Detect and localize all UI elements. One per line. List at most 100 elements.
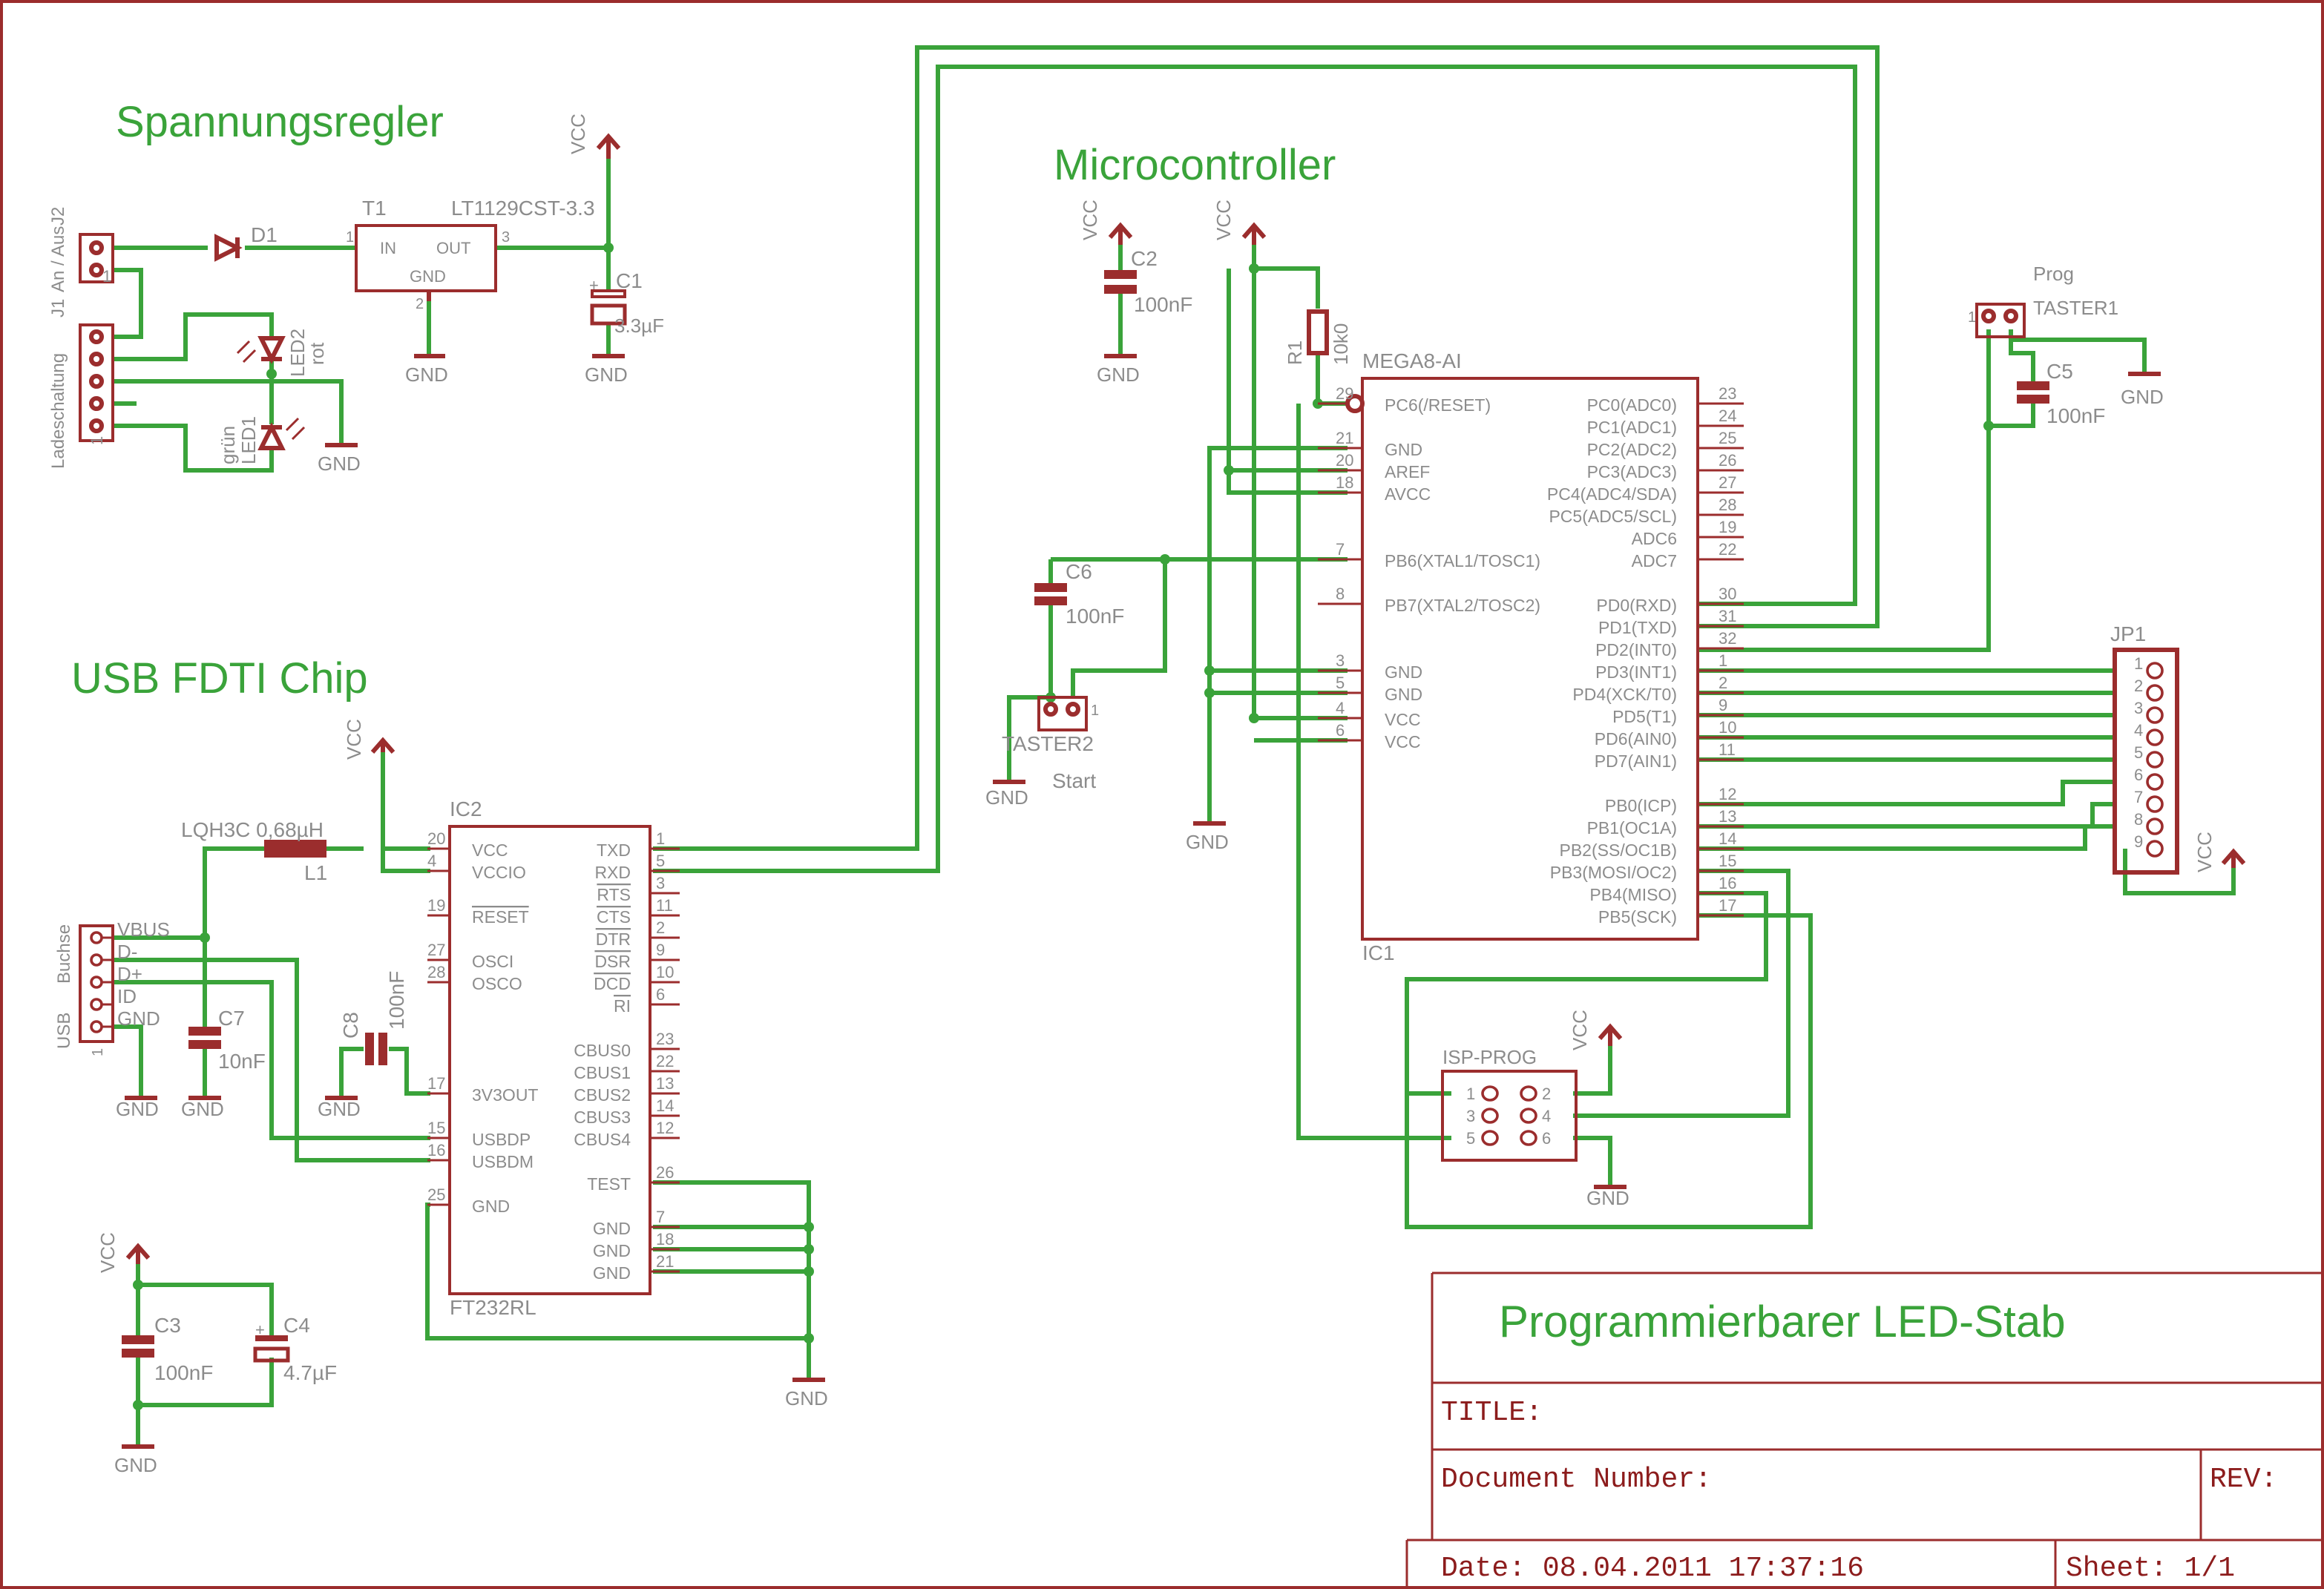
svg-text:6: 6 (1542, 1129, 1551, 1148)
svg-text:5: 5 (1466, 1129, 1475, 1148)
svg-text:GND: GND (117, 1007, 160, 1030)
svg-text:LQH3C 0,68µH: LQH3C 0,68µH (181, 818, 324, 841)
svg-text:PB0(ICP): PB0(ICP) (1605, 796, 1677, 815)
svg-text:TEST: TEST (587, 1174, 631, 1194)
project-title: Programmierbarer LED-Stab (1499, 1297, 2066, 1346)
section-title-microcontroller: Microcontroller (1054, 141, 1336, 189)
svg-text:IN: IN (380, 239, 396, 257)
svg-text:VCC: VCC (567, 114, 589, 154)
svg-text:GND: GND (318, 1098, 361, 1120)
svg-text:9: 9 (1719, 696, 1727, 714)
svg-text:VCC: VCC (1385, 710, 1421, 729)
ic2-right-pins: 1TXD5RXD3RTS11CTS2DTR9DSR10DCD6RI23CBUS0… (574, 829, 680, 1283)
svg-text:10: 10 (656, 963, 674, 981)
svg-text:Ladeschaltung: Ladeschaltung (48, 353, 68, 469)
svg-text:VCC: VCC (1079, 200, 1101, 240)
svg-text:GND: GND (593, 1219, 631, 1238)
svg-text:1: 1 (346, 229, 354, 246)
svg-text:rot: rot (306, 342, 328, 365)
svg-text:14: 14 (656, 1096, 674, 1115)
svg-text:1: 1 (1466, 1085, 1475, 1103)
isp-pin-6: 6 (1520, 1129, 1551, 1148)
svg-text:3V3OUT: 3V3OUT (472, 1085, 538, 1105)
svg-text:16: 16 (1719, 874, 1736, 892)
usb-pin-d-: D+ (90, 963, 142, 989)
svg-text:10k0: 10k0 (1330, 323, 1352, 365)
svg-text:1: 1 (90, 1048, 106, 1056)
capacitor-c7: C7 10nF (188, 1007, 266, 1073)
svg-text:PB7(XTAL2/TOSC2): PB7(XTAL2/TOSC2) (1385, 596, 1540, 615)
svg-text:DTR: DTR (596, 930, 631, 949)
jp1-pin-1: 1 (2134, 654, 2164, 680)
svg-text:25: 25 (1719, 429, 1736, 447)
jp1-pin-2: 2 (2134, 677, 2164, 702)
svg-text:PC6(/RESET): PC6(/RESET) (1385, 395, 1491, 415)
svg-text:11: 11 (1719, 740, 1736, 759)
svg-text:PD5(T1): PD5(T1) (1612, 707, 1677, 726)
svg-text:OUT: OUT (436, 239, 470, 257)
svg-text:24: 24 (1719, 407, 1736, 425)
svg-text:USBDP: USBDP (472, 1130, 531, 1149)
svg-text:C4: C4 (283, 1314, 310, 1337)
svg-text:PD0(RXD): PD0(RXD) (1596, 596, 1677, 615)
svg-text:J1: J1 (48, 299, 68, 318)
svg-text:USB: USB (54, 1013, 74, 1049)
svg-text:MEGA8-AI: MEGA8-AI (1362, 349, 1462, 372)
svg-text:2: 2 (656, 918, 665, 937)
svg-text:100nF: 100nF (1066, 605, 1124, 628)
svg-text:LED1: LED1 (237, 416, 260, 464)
svg-text:D+: D+ (117, 963, 142, 985)
svg-text:12: 12 (656, 1119, 674, 1137)
svg-text:PB6(XTAL1/TOSC1): PB6(XTAL1/TOSC1) (1385, 551, 1540, 570)
svg-text:9: 9 (656, 941, 665, 959)
svg-text:PD1(TXD): PD1(TXD) (1598, 618, 1677, 637)
vcc-symbols: VCC VCC VCC VCC VCC VCC VCC (96, 114, 2246, 1273)
section-title-usb: USB FDTI Chip (71, 654, 368, 703)
svg-text:25: 25 (427, 1185, 445, 1204)
svg-text:R1: R1 (1284, 340, 1306, 365)
svg-text:32: 32 (1719, 629, 1736, 648)
svg-text:CBUS1: CBUS1 (574, 1063, 631, 1082)
svg-text:6: 6 (1336, 721, 1345, 740)
svg-text:JP1: JP1 (2110, 622, 2146, 645)
svg-text:CTS: CTS (597, 907, 631, 927)
svg-text:28: 28 (427, 963, 445, 981)
svg-text:1: 1 (1719, 651, 1727, 670)
svg-text:GND: GND (593, 1263, 631, 1283)
sheet-field: Sheet: 1/1 (2066, 1553, 2235, 1585)
svg-text:PD7(AIN1): PD7(AIN1) (1595, 751, 1677, 771)
svg-text:TXD: TXD (597, 840, 631, 860)
svg-text:Start: Start (1052, 769, 1096, 792)
svg-text:PC1(ADC1): PC1(ADC1) (1587, 418, 1677, 437)
document-number-field: Document Number: (1441, 1464, 1712, 1496)
svg-text:20: 20 (427, 829, 445, 848)
button-taster2: 1 TASTER2 Start (1002, 696, 1099, 792)
connector-j2: 1 J2 An / Aus (48, 207, 114, 292)
svg-text:AREF: AREF (1385, 462, 1430, 481)
svg-text:GND: GND (1385, 440, 1422, 459)
svg-text:Prog: Prog (2033, 263, 2074, 285)
svg-text:USBDM: USBDM (472, 1152, 534, 1171)
led-led2: LED2 rot (236, 329, 328, 377)
